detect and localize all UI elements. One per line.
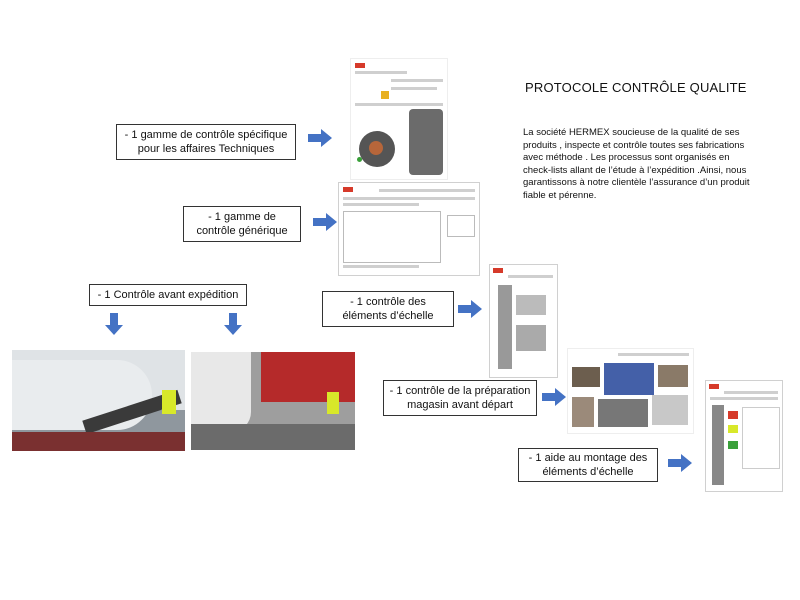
gamme-generique-document	[338, 182, 480, 276]
arrow-right-icon	[458, 300, 482, 318]
aide-montage-document	[705, 380, 783, 492]
gamme-generique-line1: - 1 gamme de	[208, 211, 276, 223]
gamme-generique-line2: contrôle générique	[196, 225, 288, 237]
gamme-specifique-line1: - 1 gamme de contrôle spécifique	[124, 129, 288, 141]
preparation-line1: - 1 contrôle de la préparation	[389, 385, 531, 397]
aide-montage-box: - 1 aide au montage des éléments d’échel…	[518, 448, 658, 482]
arrow-down-icon	[224, 313, 242, 335]
echelle-document	[489, 264, 558, 378]
elements-echelle-line2: éléments d’échelle	[342, 310, 434, 322]
elements-echelle-box: - 1 contrôle des éléments d’échelle	[322, 291, 454, 327]
gamme-specifique-line2: pour les affaires Techniques	[137, 143, 275, 155]
preparation-line2: magasin avant départ	[407, 399, 513, 411]
controle-expedition-label: - 1 Contrôle avant expédition	[97, 289, 239, 301]
page-title: PROTOCOLE CONTRÔLE QUALITE	[525, 80, 747, 95]
description-paragraph: La société HERMEX soucieuse de la qualit…	[523, 127, 750, 201]
arrow-right-icon	[542, 388, 566, 406]
arrow-down-icon	[105, 313, 123, 335]
gamme-specifique-box: - 1 gamme de contrôle spécifique pour le…	[116, 124, 296, 160]
preparation-document	[567, 348, 694, 434]
expedition-photo-2	[191, 352, 355, 450]
arrow-right-icon	[313, 213, 337, 231]
arrow-right-icon	[668, 454, 692, 472]
aide-montage-line2: éléments d’échelle	[542, 466, 634, 478]
preparation-magasin-box: - 1 contrôle de la préparation magasin a…	[383, 380, 537, 416]
elements-echelle-line1: - 1 contrôle des	[350, 296, 426, 308]
expedition-photo-1	[12, 350, 185, 451]
arrow-right-icon	[308, 129, 332, 147]
gamme-generique-box: - 1 gamme de contrôle générique	[183, 206, 301, 242]
controle-expedition-box: - 1 Contrôle avant expédition	[89, 284, 247, 306]
gamme-specifique-document	[350, 58, 448, 180]
aide-montage-line1: - 1 aide au montage des	[528, 452, 648, 464]
